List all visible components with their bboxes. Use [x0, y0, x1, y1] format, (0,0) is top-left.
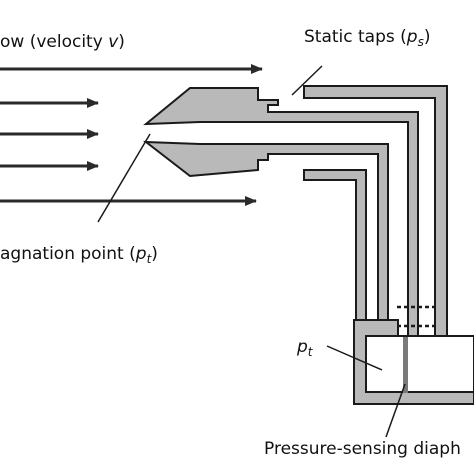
static-taps-label: Static taps (ps): [304, 27, 431, 49]
pressure-diaphragm: [403, 337, 408, 393]
probe-nose-lower: [142, 140, 389, 341]
tap-connections: [397, 305, 435, 328]
flow-velocity-label: ow (velocity v): [0, 32, 125, 52]
leader-chamber: [326, 345, 383, 371]
static-tube-lower-wall: [303, 169, 367, 321]
pitot-probe: [142, 85, 448, 341]
flow-arrows: [0, 64, 263, 206]
leader-stagnation: [97, 133, 151, 223]
pressure-chamber: [353, 319, 474, 405]
diaphragm-label: Pressure-sensing diaph: [264, 439, 461, 459]
stagnation-point-label: agnation point (pt): [0, 244, 158, 266]
static-tube-outer: [303, 85, 448, 337]
leader-static-taps: [291, 65, 323, 96]
chamber-cavity: [365, 335, 474, 393]
probe-nose-upper: [143, 87, 419, 341]
chamber-pressure-label: pt: [297, 337, 313, 359]
leader-diaphragm: [385, 383, 406, 438]
leader-lines: [97, 65, 406, 438]
